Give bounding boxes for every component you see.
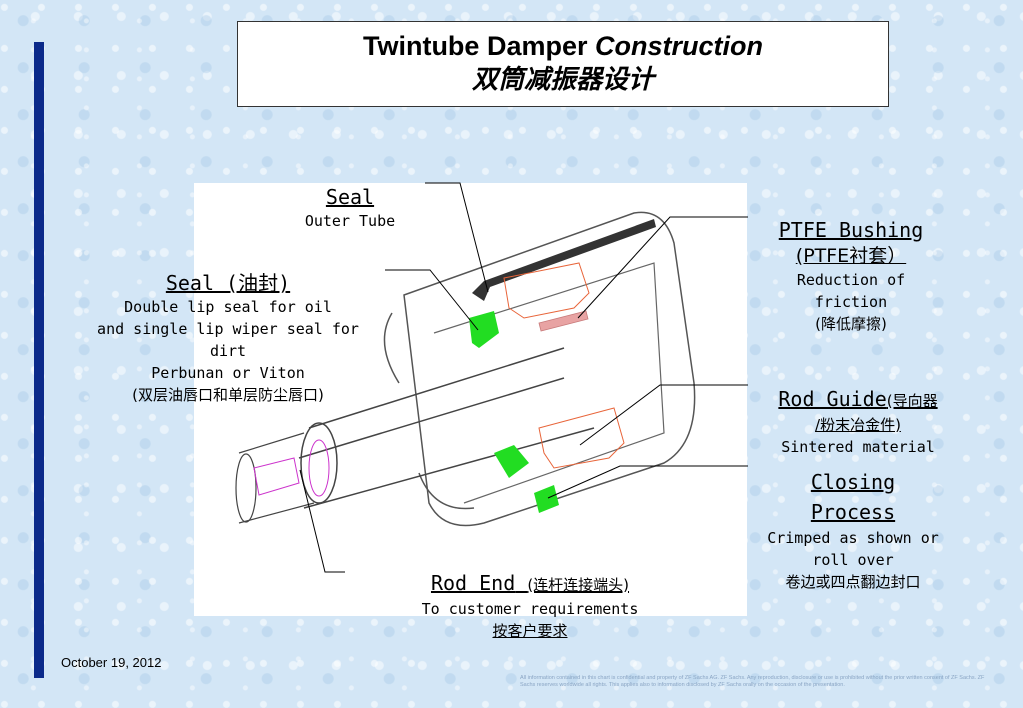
rod-end-face bbox=[235, 453, 257, 523]
label-closing-line3: 卷边或四点翻边封口 bbox=[785, 573, 921, 591]
label-rod-end-head: Rod End bbox=[430, 571, 516, 595]
rod-guide-bottom bbox=[538, 407, 625, 469]
label-rod-end: Rod End (连杆连接端头) To customer requirement… bbox=[390, 570, 670, 642]
piston-rod-mid bbox=[298, 377, 565, 459]
label-closing-process: Closing Process Crimped as shown or roll… bbox=[758, 467, 948, 593]
label-rod-guide-head: Rod Guide bbox=[778, 387, 887, 411]
title-box: Twintube Damper Construction 双筒减振器设计 bbox=[237, 21, 889, 107]
lower-tube-edge bbox=[418, 472, 475, 510]
page-subtitle-cn: 双筒减振器设计 bbox=[471, 65, 654, 95]
label-seal-oil: Seal (油封) Double lip seal for oil and si… bbox=[88, 270, 368, 406]
label-ptfe-line2: friction bbox=[814, 293, 888, 311]
title-italic: Construction bbox=[595, 31, 764, 61]
rod-end-hex bbox=[253, 457, 300, 496]
label-rod-end-head-cn: (连杆连接端头) bbox=[527, 576, 630, 594]
footer-date: October 19, 2012 bbox=[61, 655, 162, 670]
title-plain: Twintube Damper bbox=[362, 31, 588, 61]
label-ptfe-line1: Reduction of bbox=[796, 271, 906, 289]
label-ptfe-head2: (PTFE衬套） bbox=[795, 245, 907, 267]
rod-face bbox=[300, 422, 338, 504]
oil-seal-bottom bbox=[494, 445, 529, 478]
label-seal-oil-head: Seal (油封) bbox=[165, 271, 291, 295]
ptfe-bushing bbox=[538, 310, 589, 332]
label-rod-guide: Rod Guide(导向器 /粉末冶金件) Sintered material bbox=[758, 386, 958, 458]
label-rod-guide-head2: /粉末冶金件) bbox=[815, 416, 901, 434]
accent-bar bbox=[34, 42, 44, 678]
label-ptfe-bushing: PTFE Bushing (PTFE衬套） Reduction of frict… bbox=[758, 217, 944, 335]
outer-tube-edge bbox=[383, 312, 400, 384]
closing-seal bbox=[534, 485, 559, 513]
footer-confidential-note: All information contained in this chart … bbox=[520, 675, 985, 688]
piston-rod-top bbox=[308, 347, 565, 429]
piston-rod-bottom bbox=[303, 427, 595, 509]
label-rod-end-line1: To customer requirements bbox=[421, 600, 639, 618]
label-closing-line2: roll over bbox=[812, 551, 894, 569]
seal-cap bbox=[472, 219, 656, 301]
label-ptfe-head1: PTFE Bushing bbox=[778, 218, 924, 242]
label-seal-oil-line5: (双层油唇口和单层防尘唇口) bbox=[132, 386, 324, 404]
label-seal-outer-head: Seal bbox=[325, 185, 375, 209]
label-rod-guide-line1: Sintered material bbox=[781, 438, 935, 456]
label-seal-oil-line4: Perbunan or Viton bbox=[151, 364, 305, 382]
label-seal-outer: Seal Outer Tube bbox=[290, 184, 410, 232]
label-closing-head2: Process bbox=[810, 500, 896, 524]
label-closing-head1: Closing bbox=[810, 470, 896, 494]
label-seal-oil-line3: dirt bbox=[209, 342, 247, 360]
page-title: Twintube Damper Construction bbox=[238, 29, 888, 63]
rod-end-inner bbox=[308, 439, 330, 497]
label-ptfe-line3: (降低摩擦) bbox=[815, 315, 887, 333]
label-rod-guide-head-cn: (导向器 bbox=[886, 392, 938, 410]
label-seal-oil-line1: Double lip seal for oil bbox=[124, 298, 332, 316]
oil-seal-top bbox=[469, 311, 499, 348]
label-closing-line1: Crimped as shown or bbox=[767, 529, 939, 547]
label-seal-oil-line2: and single lip wiper seal for bbox=[97, 320, 359, 338]
label-rod-end-line2: 按客户要求 bbox=[492, 622, 568, 640]
label-seal-outer-sub: Outer Tube bbox=[304, 212, 396, 230]
